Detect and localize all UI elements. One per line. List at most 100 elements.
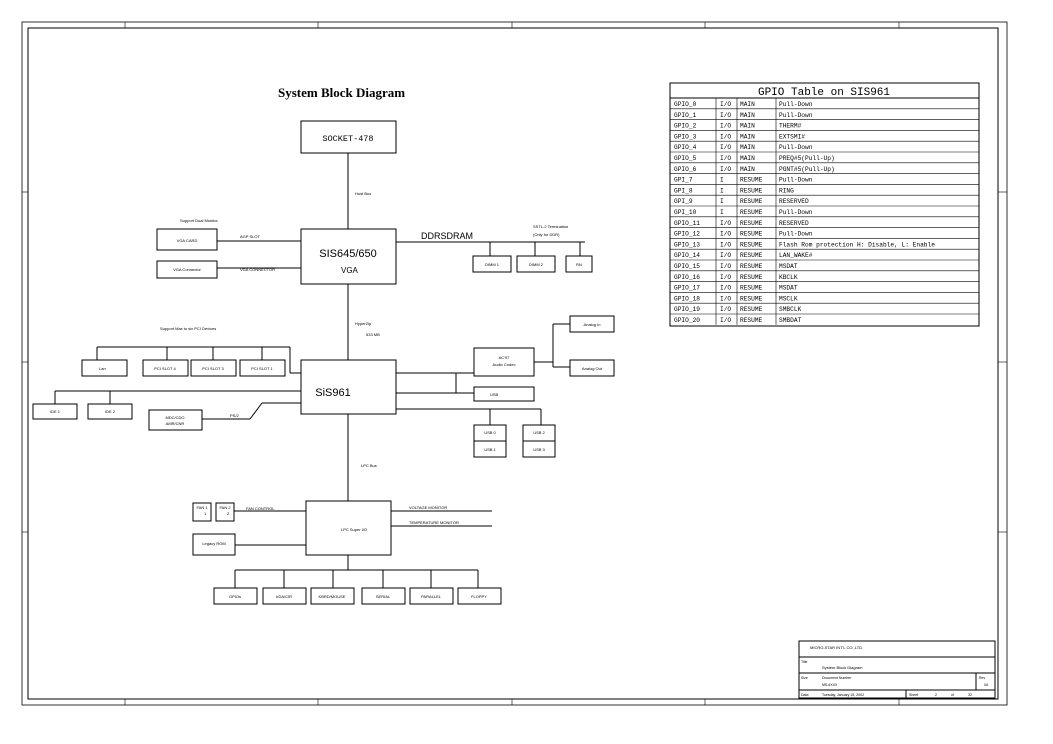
gpio-cell-dir: I (720, 177, 724, 184)
irda-label: IrDA/CIR (276, 594, 292, 599)
gpio-cell-dir: I/O (720, 274, 731, 281)
gpio-cell-function: RING (779, 187, 794, 194)
usb0-label: USB 0 (484, 430, 496, 435)
gpio-cell-well: RESUME (740, 263, 763, 270)
gpio-cell-well: MAIN (740, 166, 755, 173)
fan-control-label: FAN CONTROL (246, 506, 275, 511)
usb1-label: USB 1 (484, 447, 496, 452)
ide2-label: IDE 2 (105, 409, 116, 414)
gpio-cell-dir: I/O (720, 306, 731, 313)
gpio-cell-function: MSDAT (779, 263, 798, 270)
analog-out-block (569, 359, 615, 377)
gpio-cell-name: GPIO_14 (674, 252, 700, 259)
vga-connector-line-label: VGA CONNECTOR (240, 267, 275, 272)
fan2-number: 2 (227, 511, 230, 516)
floppy-block (457, 587, 502, 605)
of-label: of (951, 693, 954, 697)
dimm2-block (516, 255, 556, 273)
socket-label: SOCKET-478 (322, 134, 373, 144)
gpio-cell-dir: I/O (720, 166, 731, 173)
superio-label: LPC Super I/O (341, 527, 367, 532)
gpio-cell-name: GPIO_5 (674, 155, 697, 162)
gpio-cell-function: Pull-Down (779, 112, 813, 119)
parallel-block (409, 587, 454, 605)
gpio-cell-name: GPI_10 (674, 209, 697, 216)
fan2-label: FAN 2 (219, 505, 231, 510)
hyperzip-speed-label: 533 MB (366, 332, 380, 337)
gpio-cell-name: GPIO_19 (674, 306, 700, 313)
diagram-title: System Block Diagram (278, 85, 405, 100)
gpio-cell-function: EXTSMI# (779, 133, 805, 140)
parallel-label: PARALLEL (421, 594, 442, 599)
gpio-cell-well: MAIN (740, 112, 755, 119)
gpio-cell-function: PGNT#5(Pull-Up) (779, 166, 835, 173)
gpio-cell-dir: I/O (720, 285, 731, 292)
dimm1-label: DIMM 1 (485, 262, 500, 267)
ide1-label: IDE 1 (50, 409, 61, 414)
inner-border (27, 27, 999, 700)
gpio-cell-dir: I/O (720, 123, 731, 130)
modem-block (148, 409, 203, 431)
rn-block (565, 255, 593, 273)
doc-label: Document Number (822, 676, 852, 680)
gpio-cell-dir: I/O (720, 263, 731, 270)
gpio-cell-dir: I/O (720, 295, 731, 302)
usb2-label: USB 2 (533, 430, 545, 435)
gpio-cell-name: GPIO_18 (674, 295, 700, 302)
irda-block (262, 587, 307, 605)
gpio-cell-name: GPIO_2 (674, 123, 697, 130)
gpio-cell-dir: I/O (720, 220, 731, 227)
agp-slot-label: AGP SLOT (240, 234, 260, 239)
pci-slot3-block (190, 359, 237, 377)
date-label: Date: (801, 693, 809, 697)
pci-slot1-block (239, 359, 286, 377)
gpio-cell-well: RESUME (740, 198, 763, 205)
rev-label: Rev (979, 676, 985, 680)
gpio-cell-function: Pull-Down (779, 209, 813, 216)
vga-connector-block (156, 260, 218, 279)
vga-card-block (156, 228, 218, 251)
legacy-rom-label: Legacy ROM (202, 541, 225, 546)
gpio-cell-function: RESERVED (779, 220, 809, 227)
floppy-label: FLOPPY (471, 594, 487, 599)
rev-value: 0A (984, 683, 989, 687)
temperature-monitor-label: TEMPERATURE MONITOR (409, 520, 459, 525)
pci-slot4-block (142, 359, 189, 377)
host-bus-label: Host Bus (355, 191, 371, 196)
gpio-cell-name: GPIO_12 (674, 231, 700, 238)
gpio-cell-well: RESUME (740, 220, 763, 227)
gpio-table-title: GPIO Table on SIS961 (758, 87, 890, 99)
company-name: MICRO-STAR INT'L CO.,LTD. (810, 645, 863, 650)
gpio-cell-well: RESUME (740, 317, 763, 324)
support-pci-label: Support Max to six PCI Devices (160, 326, 216, 331)
gpio-cell-well: RESUME (740, 177, 763, 184)
dimm2-label: DIMM 2 (529, 262, 544, 267)
gpio-cell-dir: I/O (720, 112, 731, 119)
usb-block (473, 386, 535, 402)
rn-label: RN (576, 262, 582, 267)
of-value: 32 (968, 693, 972, 697)
usb3-label: USB 3 (533, 447, 545, 452)
gpio-cell-dir: I/O (720, 101, 731, 108)
analog-out-label: Analog Out (582, 366, 603, 371)
voltage-monitor-label: VOLTAGE MONITOR (409, 505, 447, 510)
gpio-cell-name: GPIO_6 (674, 166, 697, 173)
pci-slot4-label: PCI SLOT 4 (154, 366, 176, 371)
gpio-cell-well: MAIN (740, 133, 755, 140)
ac97-label: AC'97 (499, 355, 511, 360)
gpio-cell-well: MAIN (740, 144, 755, 151)
serial-label: SERIAL (376, 594, 391, 599)
gpio-cell-well: RESUME (740, 274, 763, 281)
modem-sub-label: AMR/CNR (166, 421, 185, 426)
gpio-block (213, 587, 258, 605)
gpio-cell-function: SMBCLK (779, 306, 802, 313)
gpio-cell-name: GPIO_1 (674, 112, 697, 119)
gpio-cell-dir: I/O (720, 155, 731, 162)
gpio-cell-name: GPIO_3 (674, 133, 697, 140)
title-label: Title (801, 660, 808, 664)
gpio-cell-well: MAIN (740, 155, 755, 162)
doc-value: MS-6XXX (822, 683, 838, 687)
